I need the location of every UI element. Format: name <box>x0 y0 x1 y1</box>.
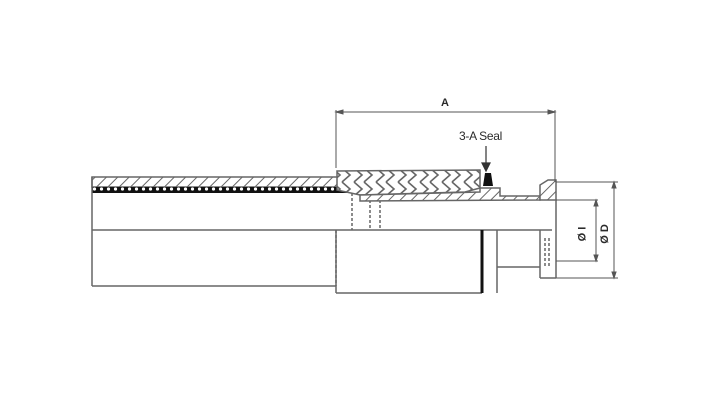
dimension-a <box>334 109 557 182</box>
ferrule <box>335 169 482 294</box>
dimensions-right <box>556 180 618 280</box>
stem <box>352 187 552 293</box>
dimension-outer-label: Ø D <box>598 224 611 244</box>
tri-clamp-flange <box>539 179 557 279</box>
seal-label: 3-A Seal <box>459 129 502 143</box>
seal-arrow <box>481 146 491 173</box>
dimension-a-label: A <box>441 97 449 109</box>
hose <box>91 176 353 287</box>
dimension-inner-label: Ø I <box>576 226 589 242</box>
seal-3a <box>483 173 493 186</box>
